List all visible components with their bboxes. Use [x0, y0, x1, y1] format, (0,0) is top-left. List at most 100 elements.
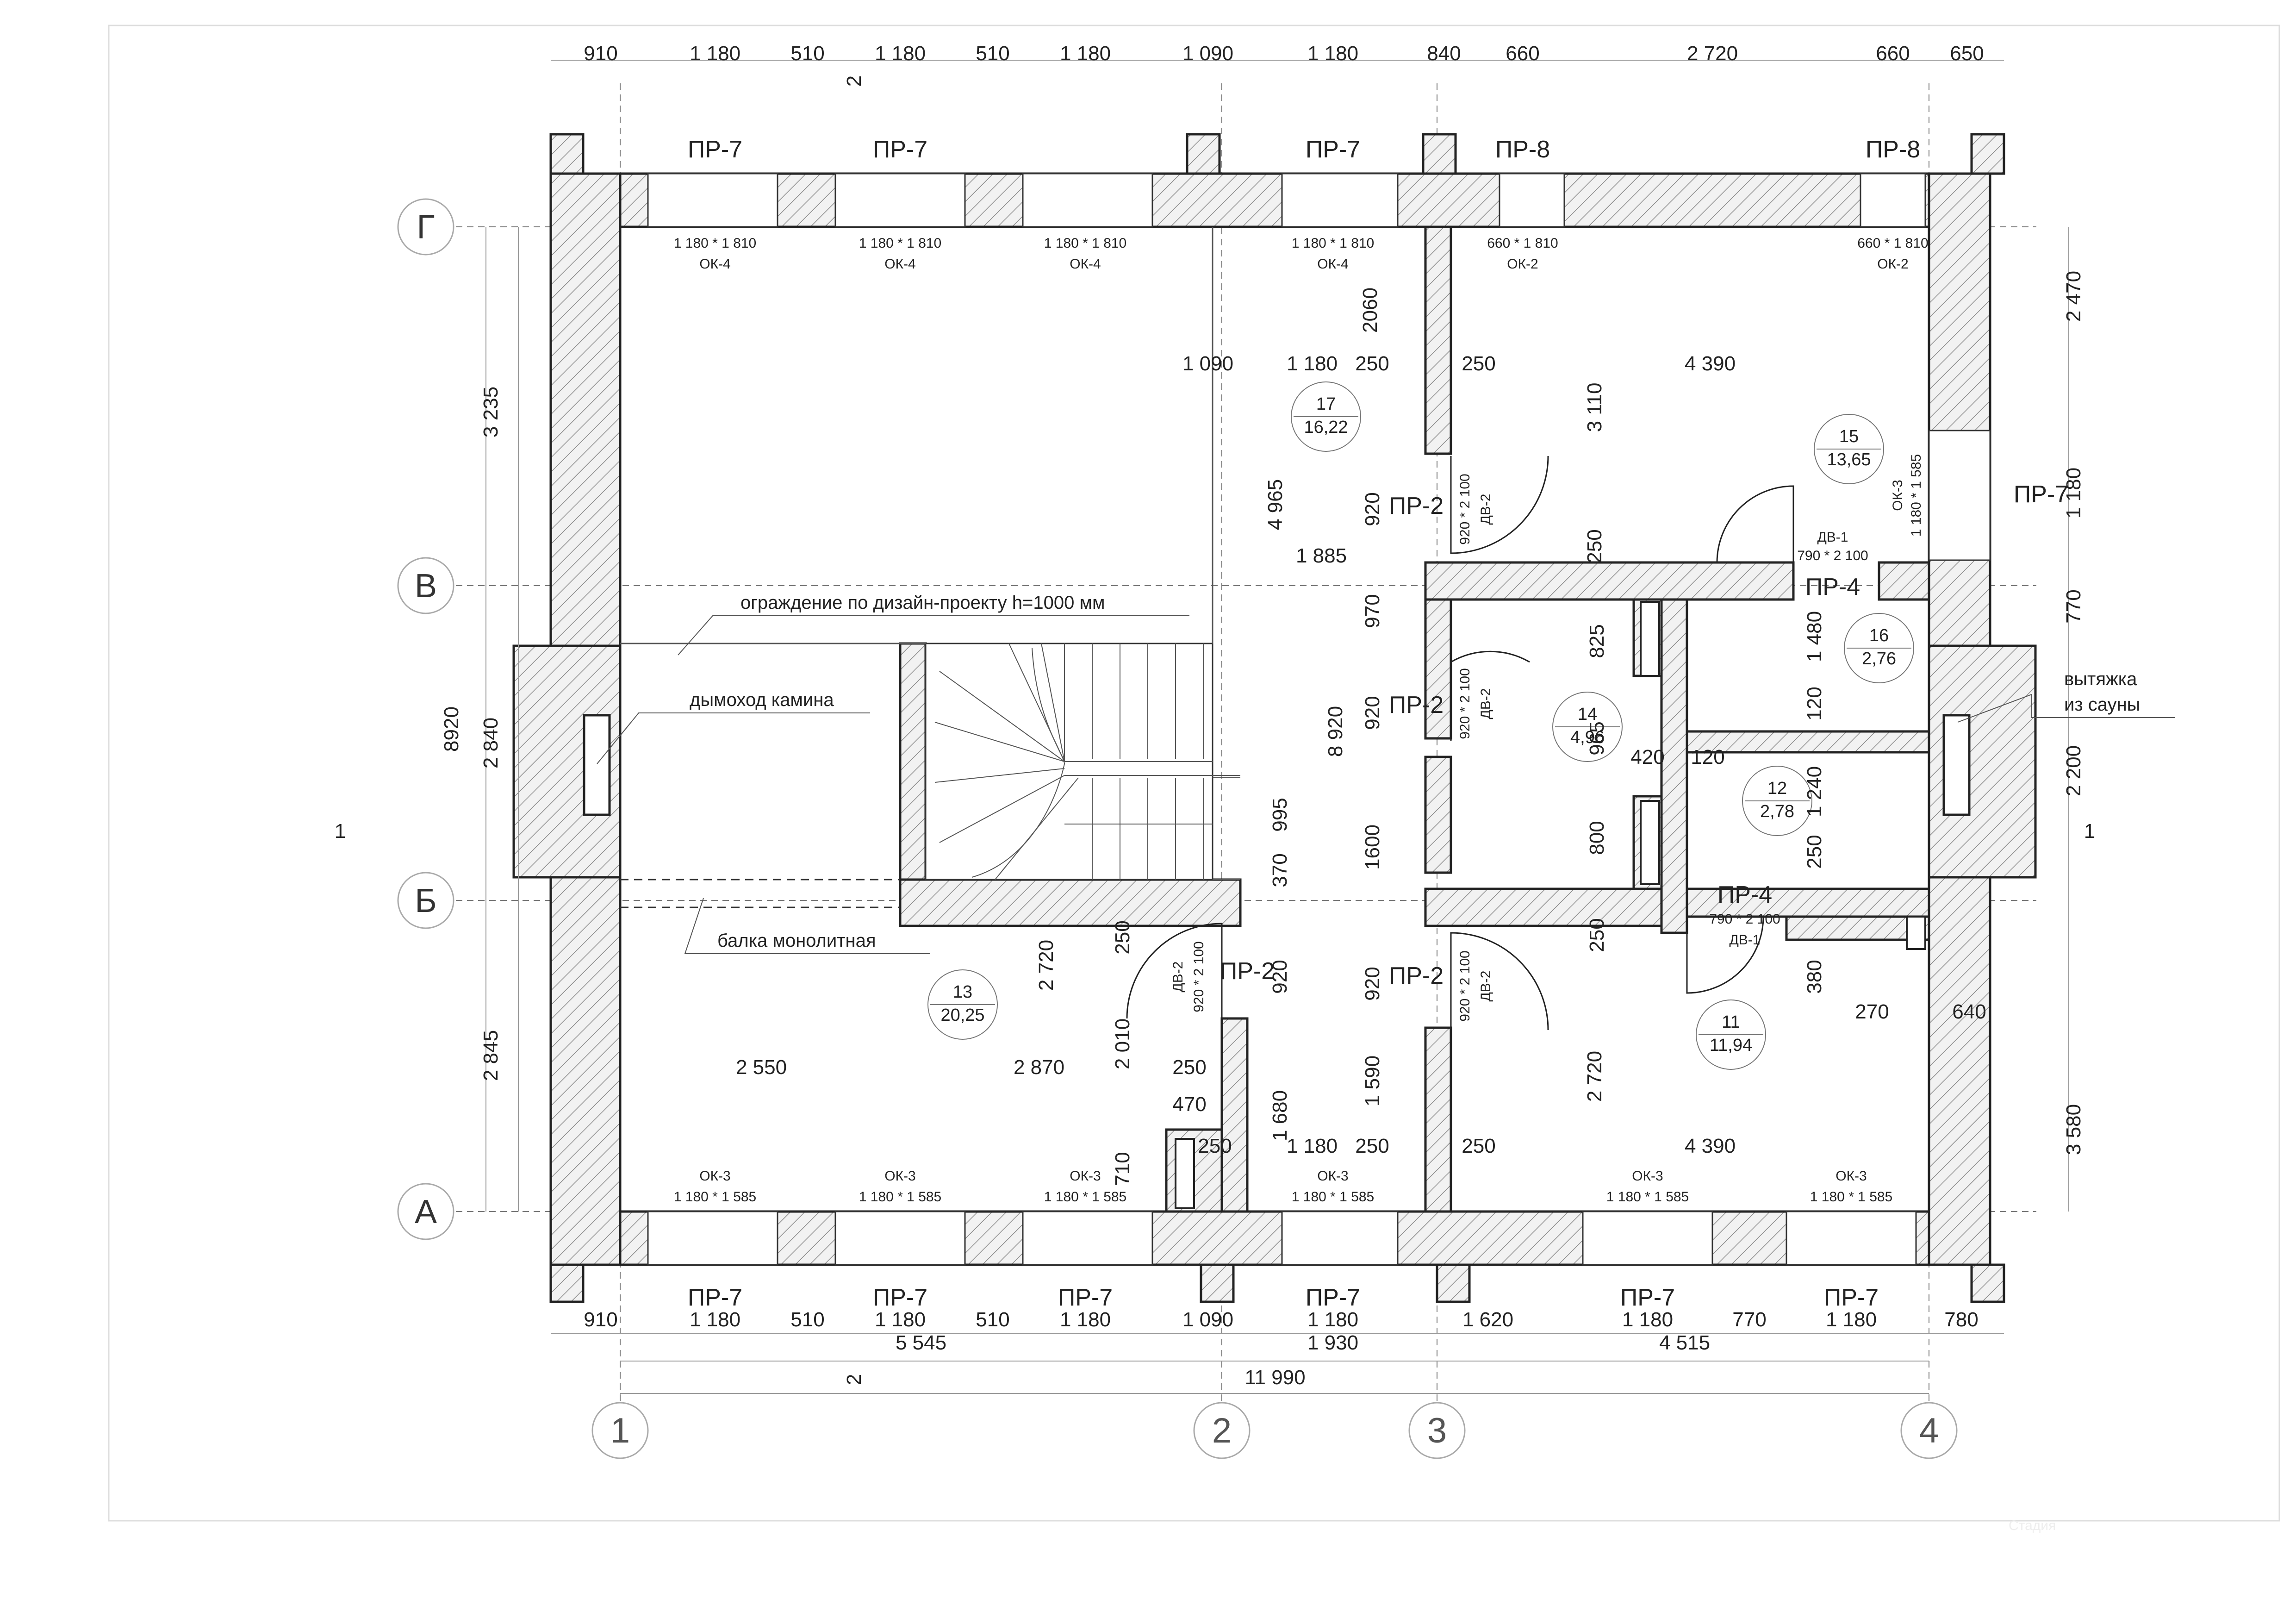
inner-dimensions: 1 090 1 180 250 2060 250 4 390 3 110 4 9… [736, 287, 1986, 1186]
dim-inner: 250 [1803, 835, 1826, 868]
dim-inner: 1 590 [1361, 1056, 1384, 1106]
window-mark: ОК-3 [1836, 1168, 1867, 1184]
left-dimensions: 8920 3 235 2 840 2 845 [440, 387, 502, 1081]
window-size: 1 180 * 1 810 [1044, 236, 1127, 251]
door-type: ДВ-1 [1817, 530, 1848, 545]
dim-left-total: 8920 [440, 706, 463, 752]
door-type: ДВ-2 [1478, 688, 1493, 719]
dim-inner: 640 [1952, 1000, 1986, 1023]
dim-top: 510 [790, 42, 824, 65]
axis-col-3: 3 [1427, 1411, 1447, 1450]
dim-bottom: 780 [1944, 1308, 1978, 1331]
window-size: 1 180 * 1 585 [1044, 1189, 1127, 1205]
opening-mark: ПР-7 [1058, 1284, 1113, 1311]
section-mark-left: 1 [335, 820, 346, 843]
window-mark: ОК-3 [699, 1168, 731, 1184]
dim-inner: 2 720 [1583, 1051, 1606, 1102]
note-railing: ограждение по дизайн-проекту h=1000 мм [740, 593, 1105, 613]
dim-bottom-2: 4 515 [1659, 1331, 1710, 1354]
note-beam: балка монолитная [717, 931, 876, 951]
dim-inner: 250 [1462, 352, 1495, 375]
dim-top: 2 720 [1687, 42, 1738, 65]
door-type: ДВ-2 [1478, 970, 1493, 1001]
shaft-3 [1906, 916, 1926, 950]
window-size: 1 180 * 1 585 [674, 1189, 757, 1205]
dim-inner: 8 920 [1324, 706, 1347, 757]
window-mark: ОК-4 [699, 256, 731, 272]
dim-inner: 250 [1462, 1135, 1495, 1157]
window-mark: ОК-3 [1317, 1168, 1349, 1184]
dim-inner: 920 [1269, 960, 1291, 993]
door-size: 790 * 2 100 [1709, 912, 1780, 927]
room-number: 13 [953, 982, 972, 1002]
axis-row-g: Г [417, 209, 435, 246]
opening-mark: ПР-7 [1306, 136, 1360, 163]
window-mark: ОК-3 [884, 1168, 916, 1184]
dim-bottom: 510 [790, 1308, 824, 1331]
dim-inner: 270 [1855, 1000, 1889, 1023]
window-size: 1 180 * 1 585 [1606, 1189, 1689, 1205]
dim-inner: 250 [1583, 529, 1606, 563]
dim-inner: 800 [1586, 821, 1608, 855]
note-chimney: дымоход камина [690, 690, 834, 710]
window-side-mark: ОК-3 [1890, 480, 1905, 511]
door-labels: ПР-2 ПР-2 ПР-2 ПР-2 ПР-4 ПР-4 ДВ-2 920 *… [1170, 474, 1868, 1021]
dim-inner: 370 [1269, 853, 1291, 887]
opening-mark: ПР-7 [873, 136, 927, 163]
note-sauna-1: вытяжка [2064, 669, 2137, 689]
note-sauna-2: из сауны [2064, 694, 2140, 715]
dim-inner: 420 [1630, 746, 1664, 768]
dim-inner: 470 [1172, 1093, 1206, 1116]
dim-inner: 970 [1361, 594, 1384, 628]
window-size: 1 180 * 1 585 [1810, 1189, 1893, 1205]
window-size: 1 180 * 1 585 [859, 1189, 942, 1205]
doors [1126, 456, 1794, 1031]
axis-row-b: Б [415, 882, 436, 919]
dim-inner: 1 240 [1803, 766, 1826, 817]
dim-inner: 1 885 [1296, 544, 1347, 567]
dim-top: 650 [1950, 42, 1984, 65]
opening-mark: ПР-7 [688, 1284, 742, 1311]
dim-top: 1 180 [1060, 42, 1111, 65]
window-size: 660 * 1 810 [1857, 236, 1928, 251]
dim-top: 1 180 [875, 42, 926, 65]
room-number: 12 [1767, 779, 1787, 798]
dim-inner: 4 965 [1264, 479, 1287, 530]
stamp-text: Стадия [2009, 1518, 2056, 1533]
room-area: 20,25 [940, 1006, 984, 1025]
openings-top: ПР-7 ПР-7 ПР-7 ПР-8 ПР-8 [688, 136, 1920, 163]
axis-row-a: А [415, 1193, 437, 1230]
window-mark: ОК-3 [1632, 1168, 1663, 1184]
section-mark-bottom: 2 [843, 1374, 865, 1385]
window-mark: ОК-3 [1070, 1168, 1101, 1184]
dim-inner: 965 [1586, 721, 1608, 755]
axis-bubbles [397, 198, 1958, 1459]
window-size: 1 180 * 1 810 [859, 236, 942, 251]
opening-mark: ПР-7 [1306, 1284, 1360, 1311]
window-size: 1 180 * 1 810 [674, 236, 757, 251]
right-dimensions: 2 470 1 180 770 2 200 3 580 [2062, 271, 2085, 1155]
openings-bottom: ПР-7 ПР-7 ПР-7 ПР-7 ПР-7 ПР-7 [688, 1284, 1879, 1311]
shaft-2 [1640, 800, 1660, 885]
dim-inner: 4 390 [1685, 352, 1736, 375]
window-mark: ОК-4 [1317, 256, 1349, 272]
dim-bottom: 1 180 [690, 1308, 740, 1331]
staircase [925, 643, 1240, 881]
room-number: 14 [1578, 705, 1597, 724]
shaft-4 [1175, 1138, 1195, 1209]
dim-left: 2 845 [479, 1030, 502, 1081]
window-mark: ОК-4 [1070, 256, 1101, 272]
dim-bottom: 910 [584, 1308, 617, 1331]
dim-right: 1 180 [2062, 468, 2085, 518]
room-area: 11,94 [1710, 1036, 1752, 1055]
door-size: 920 * 2 100 [1457, 474, 1473, 544]
window-size: 660 * 1 810 [1487, 236, 1558, 251]
dim-bottom: 1 620 [1462, 1308, 1513, 1331]
door-type: ДВ-2 [1170, 961, 1186, 992]
dim-bottom: 510 [976, 1308, 1009, 1331]
door-size: 790 * 2 100 [1797, 548, 1868, 563]
dim-inner: 2 870 [1014, 1056, 1064, 1079]
dim-inner: 250 [1355, 352, 1389, 375]
door-opening-mark: ПР-2 [1220, 958, 1275, 985]
